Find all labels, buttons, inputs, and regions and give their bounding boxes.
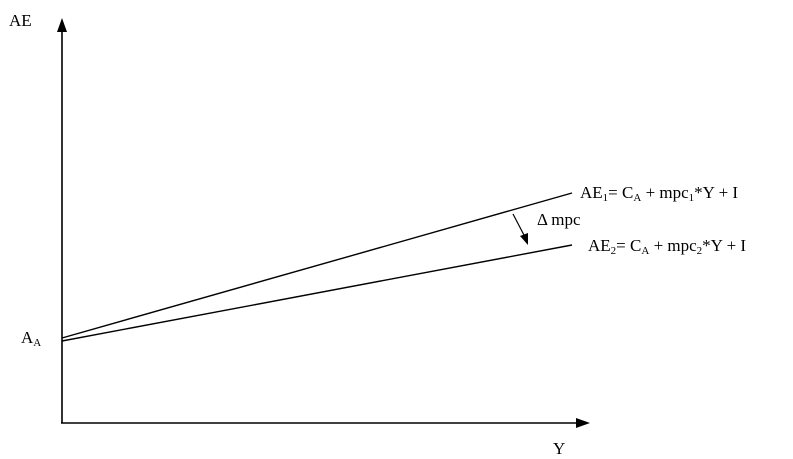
delta-mpc-pointer	[512, 213, 526, 238]
y-axis-arrowhead	[57, 18, 67, 32]
ae1-label: AE1= CA + mpc1*Y + I	[580, 183, 738, 204]
x-axis-label: Y	[553, 439, 565, 458]
intercept-label: AA	[21, 328, 41, 349]
y-axis-label: AE	[9, 11, 32, 30]
ae2-label: AE2= CA + mpc2*Y + I	[588, 236, 746, 257]
delta-mpc-arrowhead	[520, 233, 528, 245]
x-axis-arrowhead	[576, 418, 590, 428]
ae2-line	[61, 244, 573, 342]
ae1-line	[61, 192, 573, 339]
delta-mpc-label: Δ mpc	[537, 210, 581, 229]
